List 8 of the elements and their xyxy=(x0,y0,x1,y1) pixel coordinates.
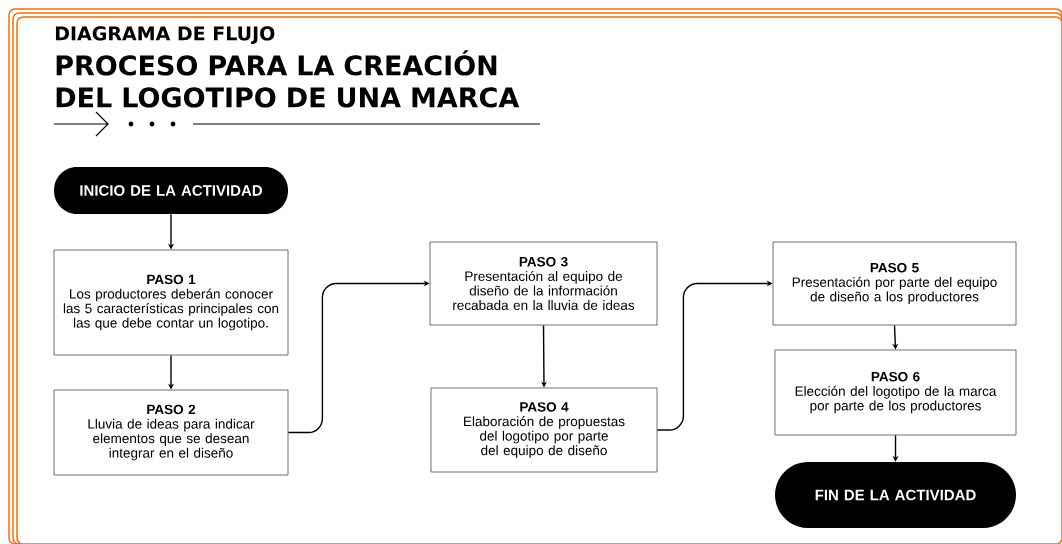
process-box: PASO 6 Elección del logotipo de la marca por parte de los productores xyxy=(774,349,1017,436)
process-box: PASO 1 Los productores deberán conocer las 5 características principales con las que debe contar un logotipo. xyxy=(53,249,289,356)
process-box: PASO 5 Presentación por parte del equipo de diseño a los productores xyxy=(772,241,1017,326)
process-box: PASO 2 Lluvia de ideas para indicar elementos que se desean integrar en el diseño xyxy=(53,389,289,476)
process-box: PASO 4 Elaboración de propuestas del logotipo por parte del equipo de diseño xyxy=(430,387,658,473)
subtitle: DIAGRAMA DE FLUJO xyxy=(55,26,275,45)
process-box: PASO 3 Presentación al equipo de diseño de la información recabada en la lluvia de ideas xyxy=(429,241,658,326)
title: PROCESO PARA LA CREACIÓN DEL LOGOTIPO DE UNA MARCA xyxy=(56,50,520,108)
